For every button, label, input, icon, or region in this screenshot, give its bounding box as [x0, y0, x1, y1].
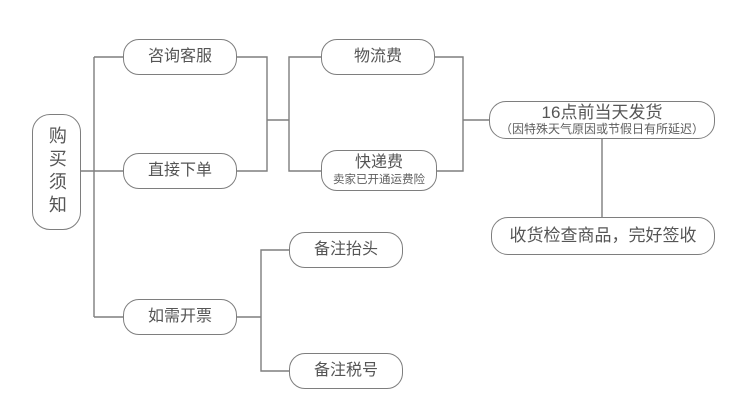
- connector-invoice-split: [260, 249, 289, 372]
- need-invoice-label: 如需开票: [147, 307, 212, 325]
- note-tax-number-label: 备注税号: [313, 361, 378, 379]
- node-note-tax-number: 备注税号: [289, 353, 403, 389]
- node-consult-service: 咨询客服: [123, 39, 237, 75]
- same-day-shipping-label: 16点前当天发货: [541, 102, 663, 122]
- node-same-day-shipping: 16点前当天发货 （因特殊天气原因或节假日有所延迟）: [489, 101, 715, 139]
- node-direct-order: 直接下单: [123, 153, 237, 189]
- purchase-notice-label: 购买须知: [46, 126, 67, 218]
- node-inspect-and-sign: 收货检查商品，完好签收: [491, 217, 715, 255]
- inspect-and-sign-label: 收货检查商品，完好签收: [509, 226, 697, 246]
- node-note-invoice-title: 备注抬头: [289, 232, 403, 268]
- connector-split-fees: [288, 56, 321, 172]
- connector-merge-consult-order: [237, 56, 268, 172]
- node-need-invoice: 如需开票: [123, 299, 237, 335]
- logistics-fee-label: 物流费: [353, 47, 402, 65]
- node-logistics-fee: 物流费: [321, 39, 435, 75]
- node-purchase-notice: 购买须知: [32, 114, 81, 230]
- connector-merge-fees: [435, 56, 464, 172]
- consult-service-label: 咨询客服: [147, 47, 212, 65]
- note-invoice-title-label: 备注抬头: [313, 240, 378, 258]
- node-express-fee: 快递费 卖家已开通运费险: [321, 150, 437, 191]
- direct-order-label: 直接下单: [147, 161, 212, 179]
- same-day-shipping-note: （因特殊天气原因或节假日有所延迟）: [499, 122, 704, 137]
- express-fee-note: 卖家已开通运费险: [333, 173, 425, 186]
- express-fee-label: 快递费: [354, 154, 403, 172]
